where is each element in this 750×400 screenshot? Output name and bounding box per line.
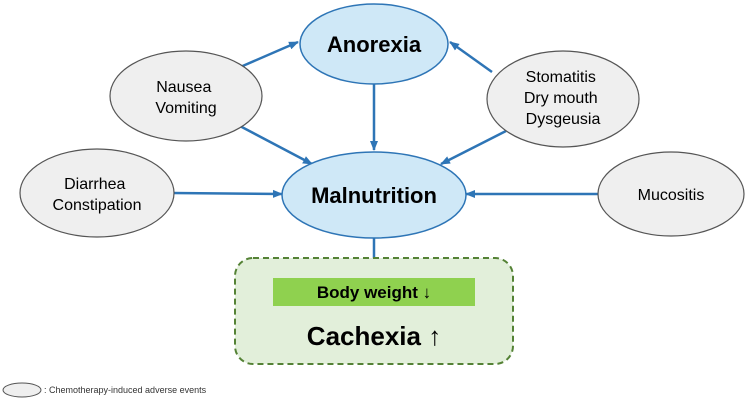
arrow-nausea-to-malnutrition xyxy=(237,123,313,166)
nausea-node: Nausea Vomiting xyxy=(109,50,263,142)
stomatitis-label: Stomatitis Dry mouth Dysgeusia xyxy=(524,69,602,128)
mucositis-node: Mucositis xyxy=(597,151,745,237)
stomatitis-ellipse xyxy=(486,50,640,148)
nausea-ellipse xyxy=(109,50,263,142)
diarrhea-line-1: Diarrhea xyxy=(64,176,125,193)
legend-label: : Chemotherapy-induced adverse events xyxy=(44,385,207,395)
diarrhea-node: Diarrhea Constipation xyxy=(19,148,175,238)
arrows xyxy=(171,40,598,276)
outcome-box: Body weight ↓ Cachexia ↑ xyxy=(234,257,514,365)
diarrhea-label: Diarrhea Constipation xyxy=(53,176,142,214)
anorexia-ellipse xyxy=(299,3,449,85)
stomatitis-line-1: Stomatitis xyxy=(526,69,596,86)
diarrhea-ellipse xyxy=(19,148,175,238)
arrow-stomatitis-to-anorexia xyxy=(449,40,493,74)
legend: : Chemotherapy-induced adverse events xyxy=(2,382,207,398)
mucositis-label: Mucositis xyxy=(638,187,705,204)
stomatitis-line-3: Dysgeusia xyxy=(526,111,601,128)
mucositis-ellipse xyxy=(597,151,745,237)
arrow-nausea-to-anorexia xyxy=(237,40,299,70)
legend-ellipse xyxy=(2,382,42,398)
nausea-line-1: Nausea xyxy=(156,79,211,96)
arrow-diarrhea-to-malnutrition xyxy=(171,189,283,198)
stomatitis-line-2: Dry mouth xyxy=(524,90,598,107)
stomatitis-node: Stomatitis Dry mouth Dysgeusia xyxy=(486,50,640,148)
diarrhea-line-2: Constipation xyxy=(53,197,142,214)
arrow-stomatitis-to-malnutrition xyxy=(440,129,507,166)
body-weight-label: Body weight ↓ xyxy=(317,283,431,302)
nausea-line-2: Vomiting xyxy=(155,100,216,117)
cachexia-label: Cachexia ↑ xyxy=(307,321,441,351)
malnutrition-node: Malnutrition xyxy=(281,151,467,239)
body-weight-bar xyxy=(273,278,475,306)
malnutrition-label: Malnutrition xyxy=(311,183,437,208)
malnutrition-ellipse xyxy=(281,151,467,239)
anorexia-node: Anorexia xyxy=(299,3,449,85)
anorexia-label: Anorexia xyxy=(327,32,422,57)
nausea-label: Nausea Vomiting xyxy=(155,79,216,117)
